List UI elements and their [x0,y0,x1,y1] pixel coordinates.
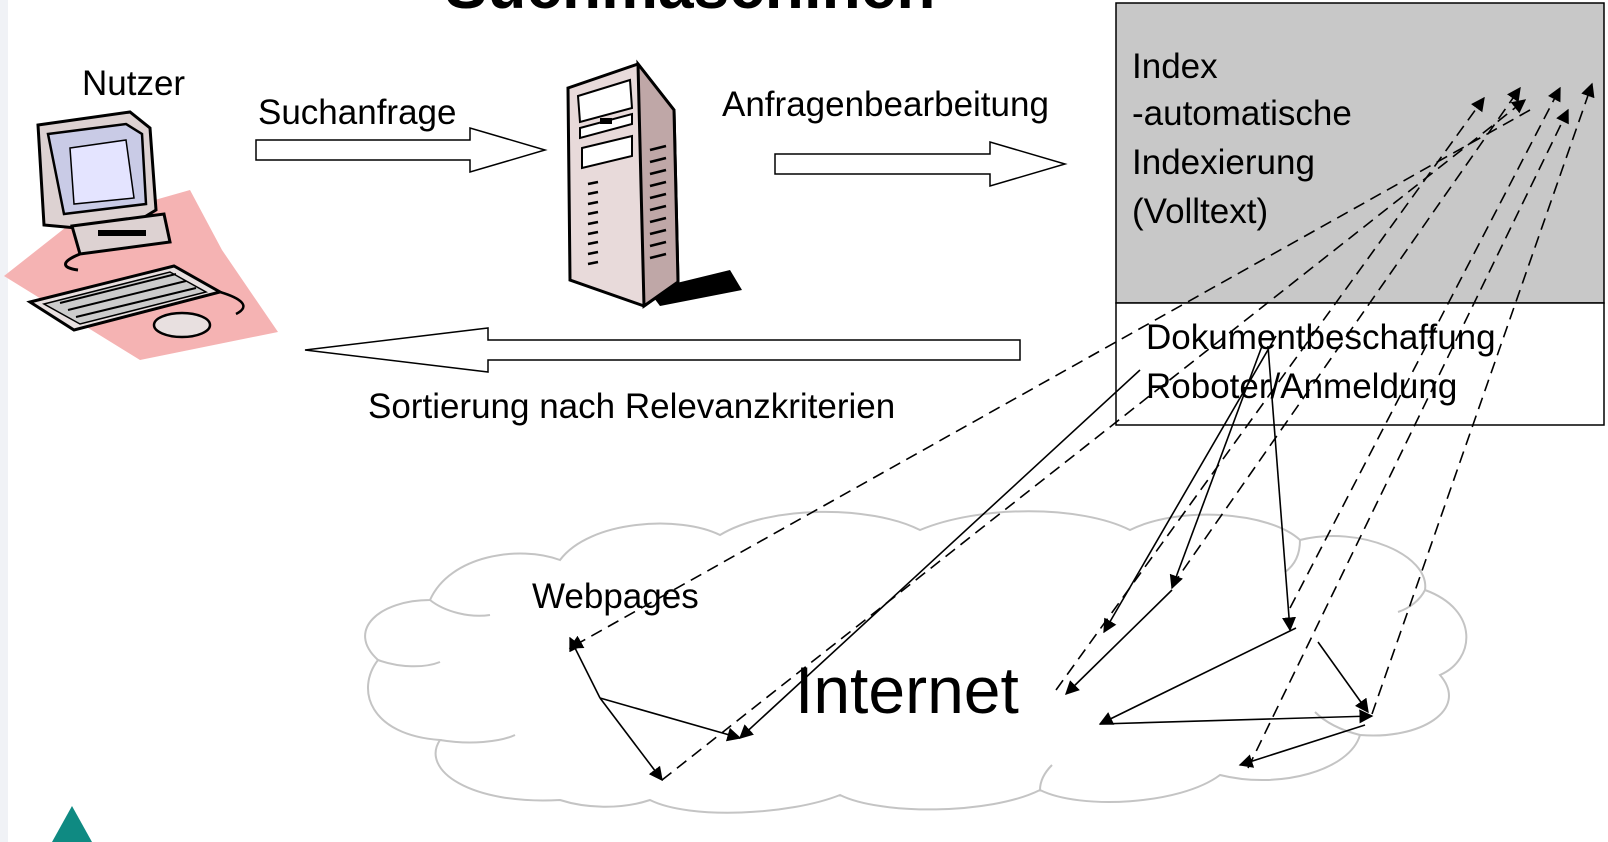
query-label: Suchanfrage [258,93,456,132]
internet-cloud [364,510,1468,814]
index-box-line-3: Indexierung [1132,143,1315,182]
index-box-line-1: Index [1132,47,1218,86]
webpages-label: Webpages [532,577,699,616]
index-box [1115,2,1605,304]
processing-arrow [774,140,1068,188]
retrieval-box-line-2: Roboter/Anmeldung [1146,367,1457,406]
retrieval-box-line-1: Dokumentbeschaffung [1146,318,1496,357]
slide-left-edge [0,0,8,842]
user-label: Nutzer [82,64,185,103]
crawler-dashed-links [568,82,1595,781]
computer-icon [4,110,278,360]
logo-triangle-icon [52,806,92,842]
server-tower-icon [566,59,742,309]
index-box-line-4: (Volltext) [1132,192,1268,231]
index-box-line-2: -automatische [1132,94,1352,133]
ranking-label: Sortierung nach Relevanzkriterien [368,387,895,426]
retrieval-box [1115,302,1605,426]
slide-title: Suchmaschinen [445,0,936,22]
processing-label: Anfragenbearbeitung [722,85,1049,124]
ranking-arrow [304,327,1021,373]
internet-label: Internet [795,653,1019,727]
query-arrow [255,126,548,174]
